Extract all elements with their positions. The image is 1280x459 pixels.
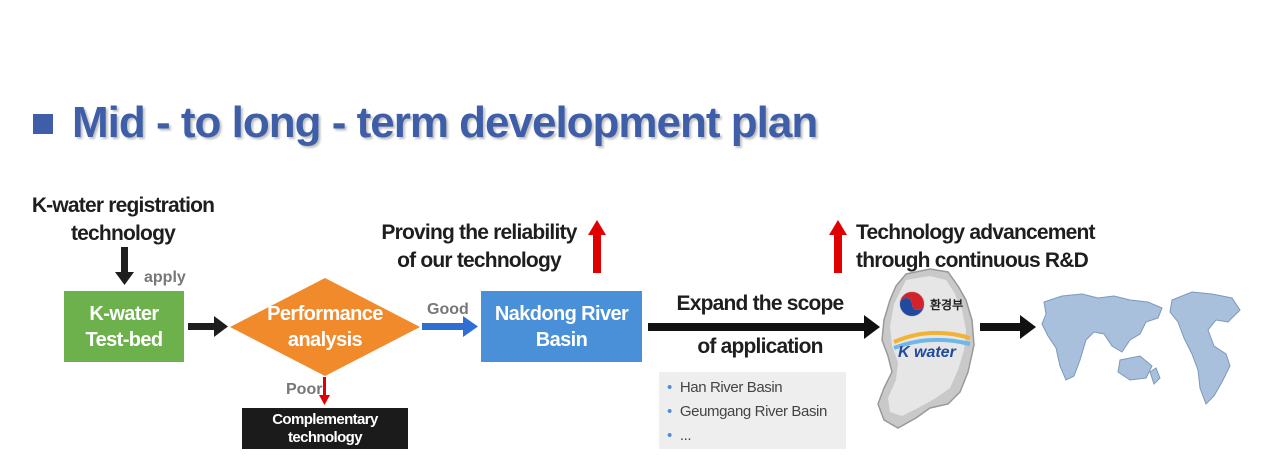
expand-scope-line2: of application [697, 335, 823, 358]
bullet-icon: • [667, 379, 672, 396]
apply-arrow-icon [115, 247, 134, 285]
bullet-icon: • [667, 427, 672, 444]
ministry-label: 환경부 [930, 298, 964, 312]
performance-analysis-label: Performance analysis [267, 303, 383, 351]
source-technology-label: K-water registration technology [31, 194, 215, 245]
bullet-icon: • [667, 403, 672, 420]
kwater-logo-label: K water [898, 344, 956, 361]
apply-label: apply [144, 269, 186, 286]
complementary-technology-box: Complementary technology [242, 408, 408, 449]
nakdong-river-basin-box: Nakdong River Basin [481, 291, 642, 362]
reliability-up-arrow-icon [588, 220, 606, 273]
testbed-box: K-water Test-bed [64, 291, 184, 362]
list-item: •... [667, 427, 692, 444]
poor-label: Poor [286, 381, 323, 398]
performance-diamond [230, 278, 420, 376]
good-arrow-icon [422, 316, 478, 337]
arrow-korea-to-world-icon [980, 315, 1036, 339]
list-item: •Geumgang River Basin [667, 403, 827, 420]
list-item: •Han River Basin [667, 379, 783, 396]
good-label: Good [427, 301, 469, 318]
korea-map-icon [877, 268, 975, 429]
basin-list-panel: •Han River Basin •Geumgang River Basin •… [659, 372, 846, 449]
arrow-testbed-to-analysis-icon [188, 316, 228, 337]
poor-arrow-icon [319, 377, 330, 405]
title-bullet-icon [33, 114, 53, 134]
advancement-up-arrow-icon [829, 220, 847, 273]
world-map-icon [1041, 291, 1241, 405]
reliability-label: Proving the reliability of our technolog… [381, 221, 577, 272]
expand-arrow-icon [648, 315, 880, 339]
expand-scope-line1: Expand the scope [676, 292, 845, 315]
page-title: Mid - to long - term development plan [72, 98, 818, 147]
advancement-label: Technology advancement through continuou… [856, 221, 1096, 272]
